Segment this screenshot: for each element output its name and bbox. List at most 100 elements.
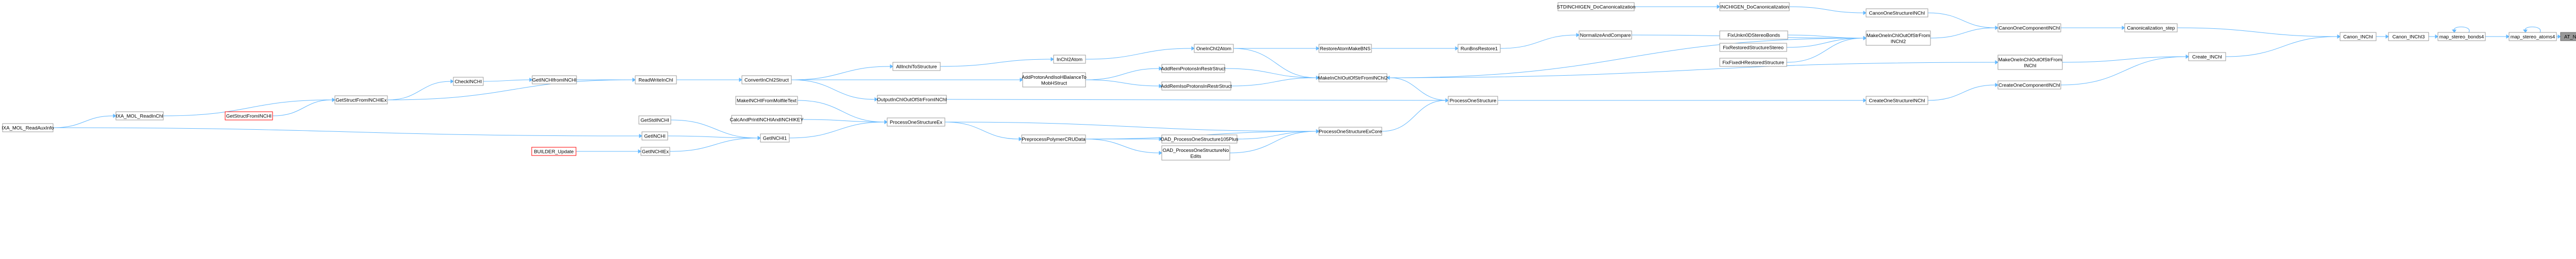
node-one-in-ch-i2-atom[interactable]: OneInChI2Atom [1194,44,1234,53]
edge-canon-inch-i3-to-map-stereo-bonds4 [2429,34,2438,39]
node-convert-in-ch-i2-struct[interactable]: ConvertInChI2Struct [741,75,792,84]
edge-create-inch-i-to-canon-inch-i [2225,34,2341,57]
node-run-bns-restore1[interactable]: RunBnsRestore1 [1458,44,1501,53]
node-get-inchifrom-inchi[interactable]: GetINCHIfromINCHI [532,75,577,84]
node-process-one-structure-ex[interactable]: ProcessOneStructureEx [887,117,945,127]
edge-ixa-mol-read-aux-info-to-ixa-mol-read-in-ch-i [53,113,116,128]
node-label: FixUnkn0DStereoBonds [1727,33,1780,39]
node-label: GetINCHI [644,134,665,140]
node-create-one-structure-inch-i[interactable]: CreateOneStructureINChI [1866,96,1928,105]
node-label: STDINCHIGEN_DoCanonicalization [1557,5,1636,10]
node-label: CalcAndPrintINCHIAndINCHIKEY [730,117,804,123]
node-label: INChI [2024,63,2036,68]
node-canonicalization-step[interactable]: Canonicalization_step [2124,23,2178,32]
node-add-rem-iso-protons-in-restr-struct[interactable]: AddRemIsoProtonsInRestrStruct [1161,81,1232,91]
node-get-struct-from-inchi[interactable]: GetStructFromINCHI [225,111,273,120]
node-label: MakeInChIOutOfStrFromINChI2 [1318,76,1387,81]
edge-restore-atom-make-bns-to-run-bns-restore1 [1371,46,1459,51]
node-label: ProcessOneStructureExCore [1319,129,1382,135]
node-label: INChI2 [1891,39,1906,44]
node-at-no-same: AT_NO_Same [2560,32,2576,41]
edge-make-one-in-ch-iout-of-str-from-inch-i2-to-canon-one-component-inch-i [1930,25,1998,39]
node-ixa-mol-read-in-ch-i[interactable]: IXA_MOL_ReadInChI [115,111,164,120]
edge-oad-process-one-structure-no-edits-to-process-one-structure-ex-core [1229,129,1319,153]
edge-check-inchi-to-get-inchifrom-inchi [483,77,533,82]
node-fix-restored-structure-stereo[interactable]: FixRestoredStructureStereo [1719,43,1787,52]
node-label: AddRemProtonsInRestrStruct [1161,66,1225,72]
node-make-inchifrom-molfile-text[interactable]: MakeINCHIFromMolfileText [735,96,798,105]
node-add-rem-protons-in-restr-struct[interactable]: AddRemProtonsInRestrStruct [1161,64,1226,73]
node-label: MakeOneInChIOutOfStrFrom [1998,57,2062,63]
node-label: CheckINCHI [455,79,482,85]
edge-add-rem-iso-protons-in-restr-struct-to-make-in-ch-iout-of-str-from-inch-i2 [1230,75,1319,87]
node-label: Canonicalization_step [2127,26,2175,31]
node-create-inch-i[interactable]: Create_INChI [2188,52,2226,61]
node-calc-and-print-inchiand-inchikey[interactable]: CalcAndPrintINCHIAndINCHIKEY [730,115,804,124]
node-get-struct-from-inchiex[interactable]: GetStructFromINCHIEx [334,95,388,105]
node-label: BUILDER_Update [534,149,573,155]
node-create-one-component-inch-i[interactable]: CreateOneComponentINChI [1997,80,2061,90]
node-check-inchi[interactable]: CheckINCHI [453,77,484,86]
node-label: map_stereo_atoms4 [2511,34,2555,40]
node-get-inchi[interactable]: GetINCHI [641,131,668,141]
node-get-inchiex[interactable]: GetINCHIEx [640,147,670,156]
node-read-write-in-ch-i[interactable]: ReadWriteInChI [635,75,677,84]
node-canon-one-component-inch-i[interactable]: CanonOneComponentINChI [1997,23,2061,32]
node-builder-update[interactable]: BUILDER_Update [531,147,577,156]
edge-make-inchifrom-molfile-text-to-process-one-structure-ex [797,100,888,125]
node-in-ch-i2-atom[interactable]: InChI2Atom [1053,55,1086,64]
node-label: Create_INChI [2192,55,2222,60]
node-normalize-and-compare[interactable]: NormalizeAndCompare [1579,30,1632,40]
edge-canon-one-structure-inch-i-to-canon-one-component-inch-i [1927,12,1998,30]
node-label: RestoreAtomMakeBNS [1320,46,1370,52]
node-oad-process-one-structure105-plus[interactable]: OAD_ProcessOneStructure105Plus [1160,134,1239,144]
node-restore-atom-make-bns[interactable]: RestoreAtomMakeBNS [1318,44,1372,53]
edge-get-struct-from-inchi-to-get-struct-from-inchiex [272,97,335,116]
node-label: GetStructFromINCHI [226,114,272,119]
node-ixa-mol-read-aux-info[interactable]: IXA_MOL_ReadAuxInfo [2,123,54,132]
edge-get-inchi-to-get-inchi1 [667,135,761,141]
edge-one-in-ch-i2-atom-to-make-in-ch-iout-of-str-from-inch-i2 [1233,48,1319,80]
edge-convert-in-ch-i2-struct-to-output-in-ch-iout-of-str-from-inch-i [791,79,878,102]
node-canon-inch-i[interactable]: Canon_INChI [2340,32,2377,41]
node-stdinchigen-do-canonicalization[interactable]: STDINCHIGEN_DoCanonicalization [1557,2,1636,11]
node-get-inchi1[interactable]: GetINCHI1 [760,133,790,143]
node-label: AT_NO_Same [2564,34,2576,40]
node-make-in-ch-iout-of-str-from-inch-i2[interactable]: MakeInChIOutOfStrFromINChI2 [1318,73,1388,82]
node-label: AllInchiToStructure [896,64,937,70]
node-label: GetStructFromINCHIEx [335,98,386,103]
node-get-std-inchi[interactable]: GetStdINCHI [638,115,671,125]
node-label: AddRemIsoProtonsInRestrStruct [1161,84,1232,90]
edge-fix-fixed-hrestored-structure-to-make-one-in-ch-iout-of-str-from-inch-i2 [1786,36,1867,63]
node-process-one-structure[interactable]: ProcessOneStructure [1448,96,1498,105]
edge-make-in-ch-iout-of-str-from-inch-i2-to-make-one-in-ch-iout-of-str-from-inch-i [1386,60,1998,78]
node-process-one-structure-ex-core[interactable]: ProcessOneStructureExCore [1318,127,1382,136]
edge-get-inchi1-to-process-one-structure-ex [789,119,888,139]
node-label: FixRestoredStructureStereo [1723,45,1784,51]
edge-convert-in-ch-i2-struct-to-all-inchi-to-structure [791,64,893,80]
node-inchigen-do-canonicalization[interactable]: INCHIGEN_DoCanonicalization [1719,2,1790,11]
node-all-inchi-to-structure[interactable]: AllInchiToStructure [892,62,941,71]
node-map-stereo-atoms4[interactable]: map_stereo_atoms4 [2509,32,2557,41]
node-label: CreateOneStructureINChI [1869,98,1925,104]
node-canon-one-structure-inch-i[interactable]: CanonOneStructureINChI [1866,8,1928,18]
node-label: OAD_ProcessOneStructureNo [1163,148,1229,153]
node-preprocess-polymer-crudata[interactable]: PreprocessPolymerCRUData [1021,134,1086,144]
edge-map-stereo-atoms4-to-at-no-same [2556,34,2561,39]
node-map-stereo-bonds4[interactable]: map_stereo_bonds4 [2437,32,2486,41]
edge-read-write-in-ch-i-to-convert-in-ch-i2-struct [676,77,742,82]
node-fix-fixed-hrestored-structure[interactable]: FixFixedHRestoredStructure [1719,58,1787,67]
node-label: GetINCHIEx [642,149,669,155]
node-label: ProcessOneStructureEx [890,120,942,126]
edge-in-ch-i2-atom-to-one-in-ch-i2-atom [1085,46,1195,60]
node-label: OneInChI2Atom [1196,46,1231,52]
node-canon-inch-i3[interactable]: Canon_INChI3 [2388,32,2429,41]
node-fix-unkn0-dstereo-bonds[interactable]: FixUnkn0DStereoBonds [1719,30,1788,40]
node-output-in-ch-iout-of-str-from-inch-i[interactable]: OutputInChIOutOfStrFromINChI [877,95,947,104]
edge-one-in-ch-i2-atom-to-restore-atom-make-bns [1233,46,1319,51]
